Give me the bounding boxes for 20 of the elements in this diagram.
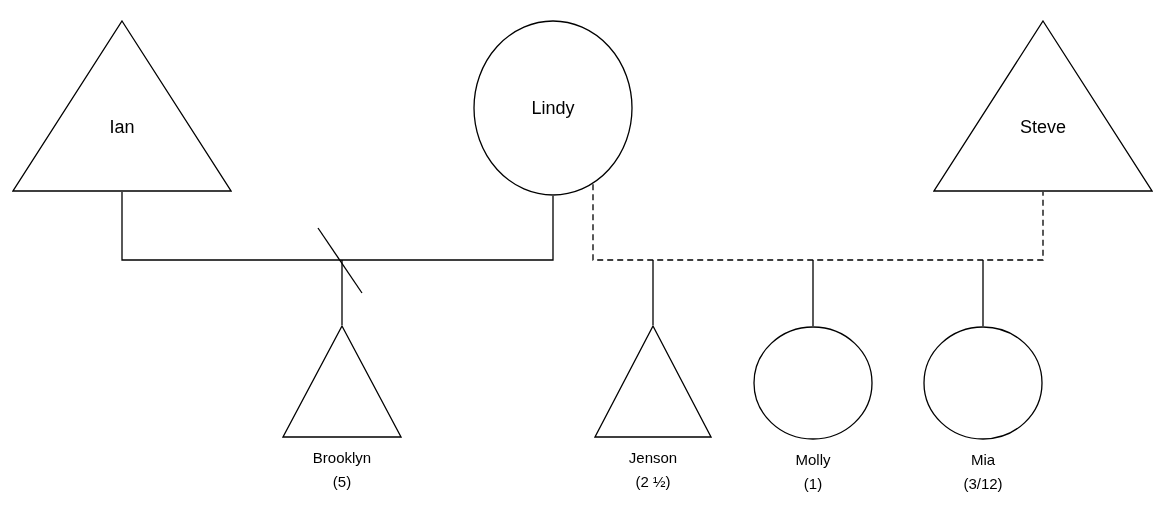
female-symbol	[473, 20, 633, 196]
name-label: Brooklyn	[312, 448, 372, 468]
descent-line	[652, 259, 654, 326]
name-label: Steve	[1020, 115, 1066, 139]
age-label: (2 ½)	[635, 472, 671, 492]
male-symbol	[12, 20, 232, 192]
age-label: (3/12)	[963, 474, 1003, 494]
descent-line	[982, 259, 984, 327]
name-label: Lindy	[531, 97, 575, 120]
relationship-line	[592, 183, 1044, 261]
descent-line	[341, 259, 343, 326]
descent-line	[812, 259, 814, 327]
name-label: Mia	[970, 450, 996, 470]
relationship-line	[121, 191, 554, 261]
name-label: Jenson	[628, 448, 678, 468]
name-label: Molly	[795, 450, 831, 470]
age-label: (1)	[803, 474, 823, 494]
male-symbol	[933, 20, 1153, 192]
name-label: Ian	[109, 115, 135, 139]
age-label: (5)	[332, 472, 352, 492]
